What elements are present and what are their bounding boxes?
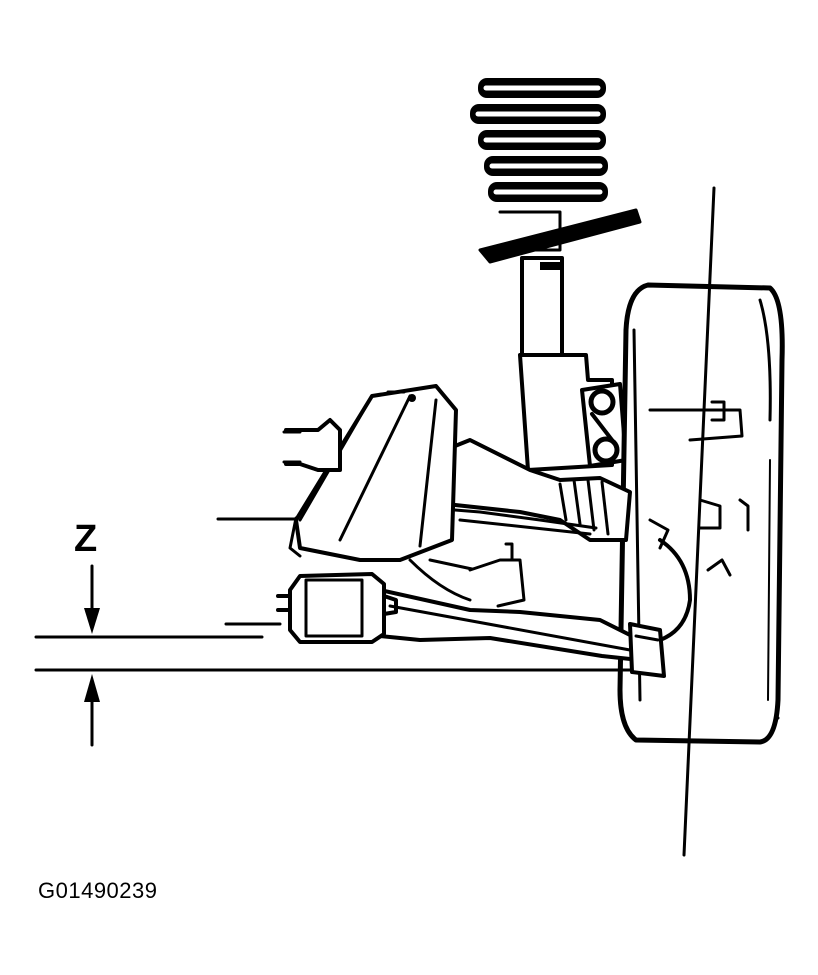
wheel [617, 282, 785, 745]
reference-lines [34, 186, 716, 857]
dimension-z [84, 564, 100, 747]
bushing-mount [276, 572, 398, 644]
drive-shaft [428, 438, 632, 542]
strut [518, 256, 628, 472]
coil-spring [470, 78, 642, 264]
subframe [284, 384, 458, 562]
dimension-label: Z [74, 518, 98, 560]
arrow-down-icon [84, 608, 100, 634]
lower-control-arm [378, 542, 666, 678]
figure-id: G01490239 [38, 878, 158, 903]
arrow-up-icon [84, 674, 100, 702]
